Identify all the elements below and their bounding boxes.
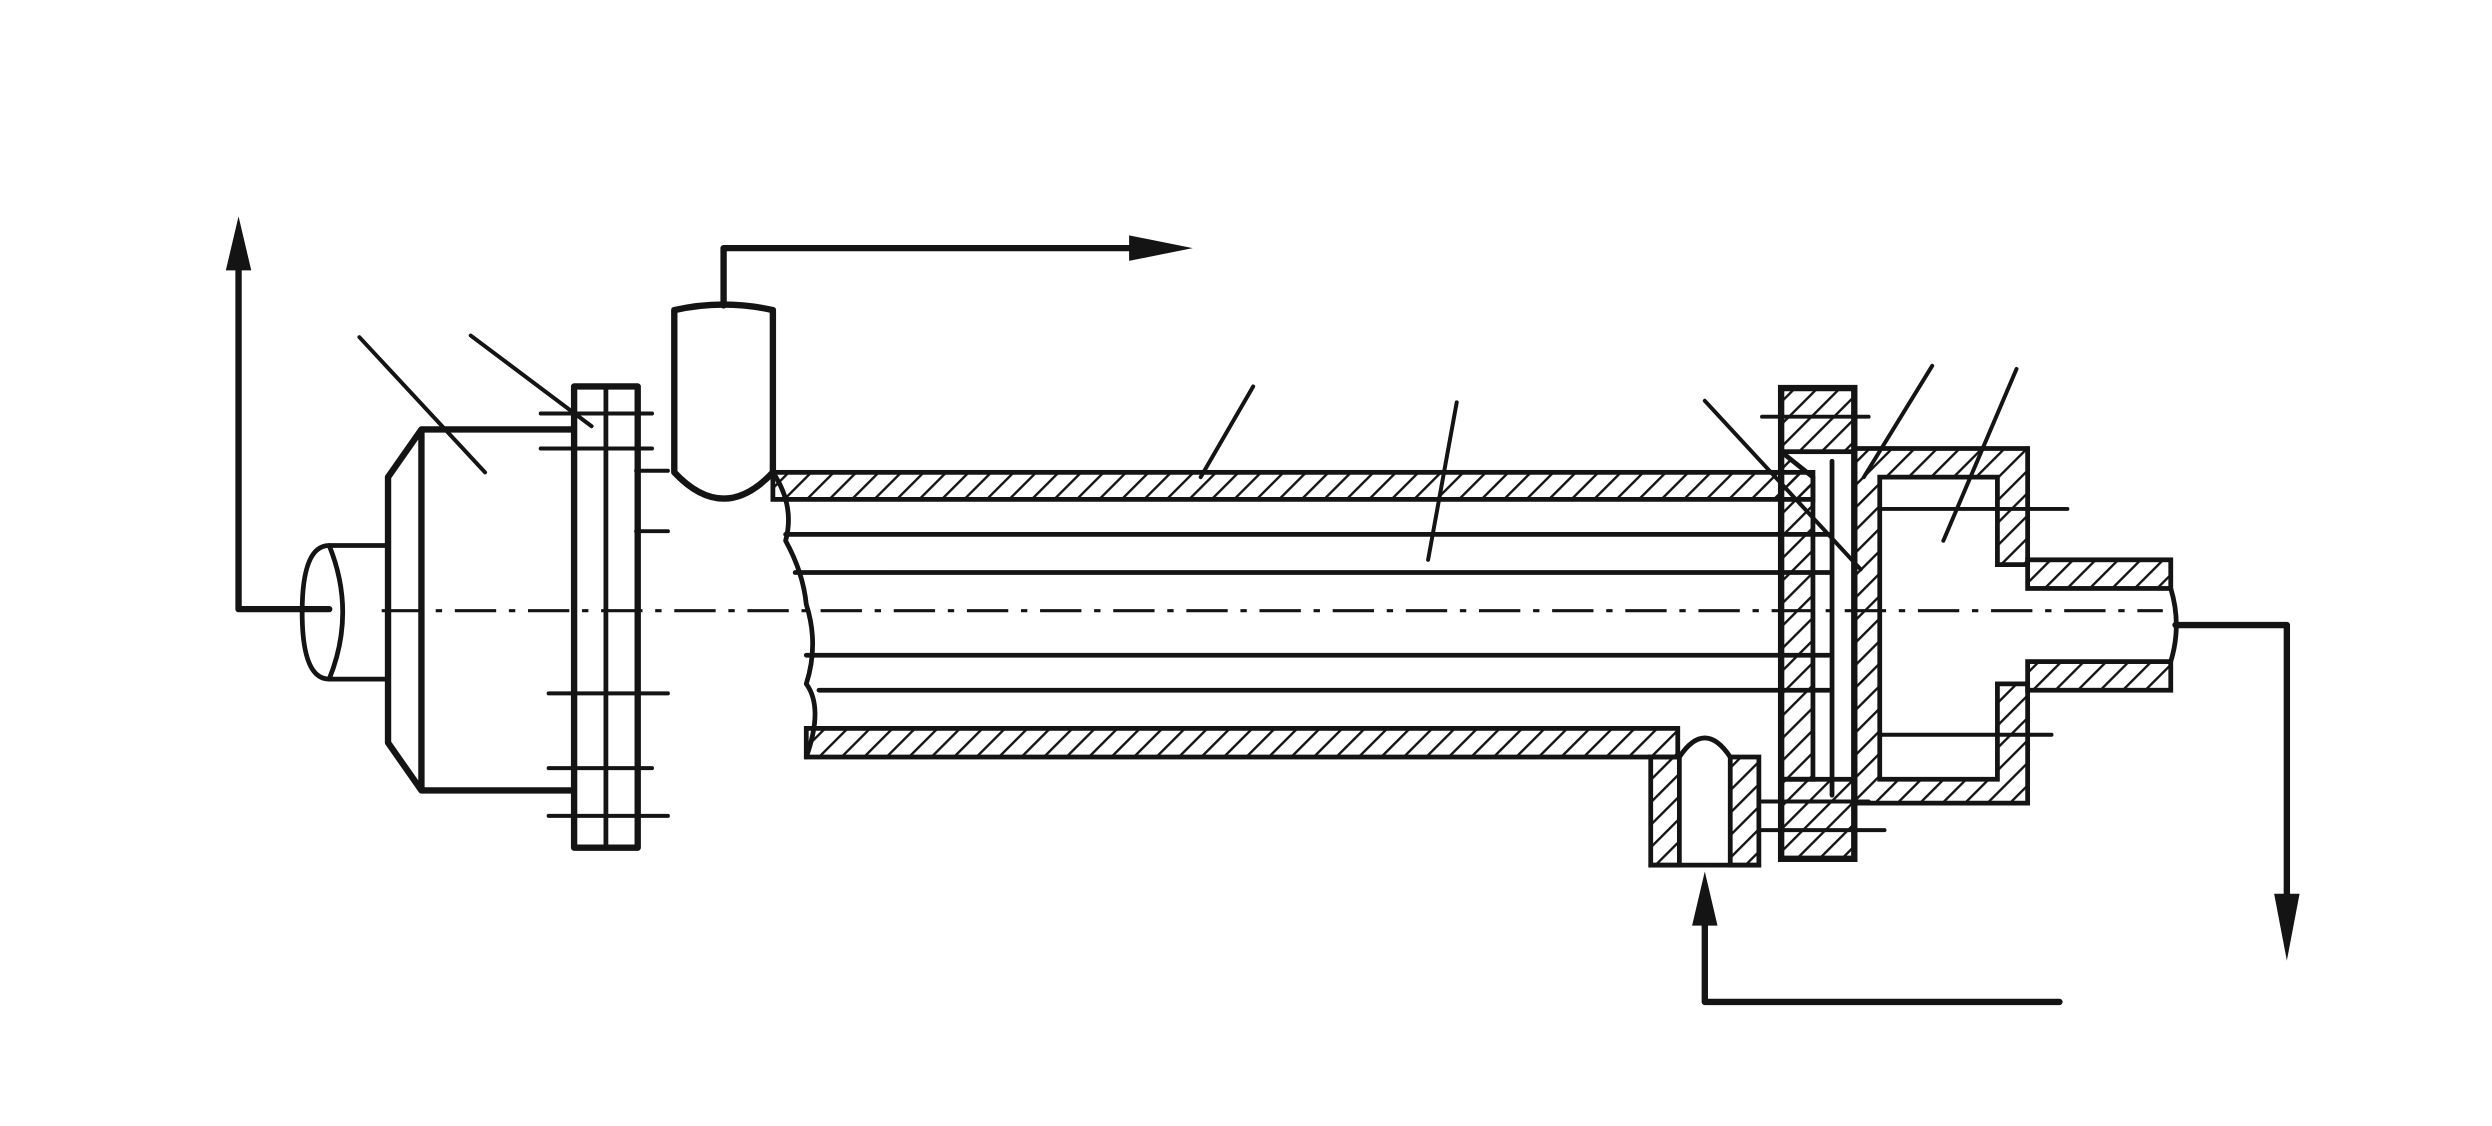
leader-line-2 xyxy=(468,333,594,429)
leader-lines xyxy=(357,333,2019,572)
flow-arrow-left-outlet xyxy=(225,216,333,613)
flow-arrow-right-outlet xyxy=(2172,621,2300,961)
leader-line-1 xyxy=(357,335,488,475)
top-nozzle xyxy=(671,301,777,502)
flow-arrow-top-outlet xyxy=(720,235,1193,309)
leader-line-5 xyxy=(1702,398,1863,572)
leader-line-6 xyxy=(1861,363,1935,480)
leader-line-3 xyxy=(1198,384,1256,480)
right-tube-sheet xyxy=(1760,384,1887,862)
flow-arrow-bottom-inlet xyxy=(1692,871,2063,1006)
bottom-nozzle xyxy=(1648,735,1762,868)
shell xyxy=(381,469,2163,760)
left-flange xyxy=(538,383,670,851)
right-head xyxy=(1851,446,2179,806)
leader-line-7 xyxy=(1941,366,2019,543)
leader-line-4 xyxy=(1426,400,1459,562)
